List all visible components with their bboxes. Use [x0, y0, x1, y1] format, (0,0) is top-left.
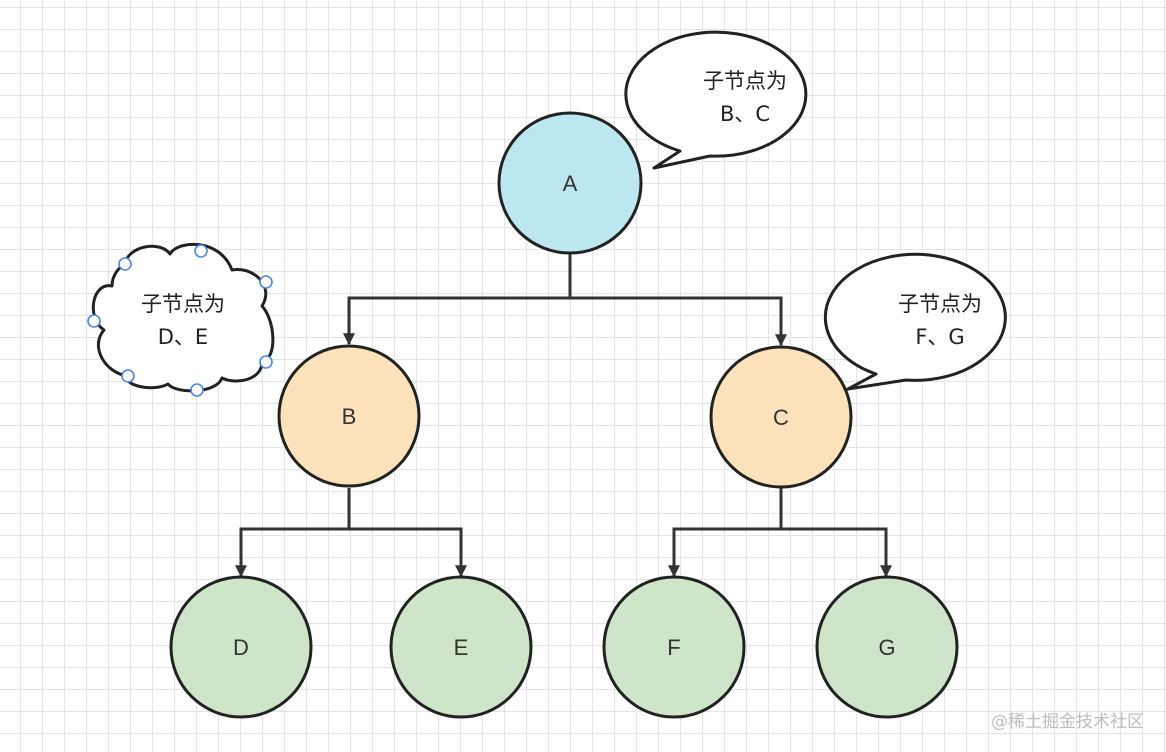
arrow-b-to-e [349, 527, 467, 578]
selection-handle[interactable] [118, 257, 132, 271]
callout-a-line2: B、C [720, 102, 770, 126]
node-c-label: C [773, 405, 789, 430]
callout-b-line1: 子节点为 [141, 292, 225, 316]
node-g-label: G [878, 635, 895, 660]
node-a-circle [497, 111, 643, 255]
node-c[interactable]: C [709, 345, 853, 489]
selection-handle[interactable] [121, 369, 135, 383]
node-e[interactable]: E [389, 575, 533, 719]
connector-b-to-children [235, 488, 467, 578]
node-e-circle [389, 575, 533, 719]
node-b-label: B [342, 404, 357, 429]
node-g[interactable]: G [815, 575, 959, 719]
selection-handle[interactable] [190, 383, 204, 397]
arrow-c-to-g [781, 527, 892, 578]
callout-c-bubble [823, 252, 1007, 391]
node-g-circle [815, 575, 959, 719]
selection-handle[interactable] [259, 275, 273, 289]
callout-a-line1: 子节点为 [703, 69, 787, 93]
node-f[interactable]: F [602, 575, 746, 719]
callout-c-line1: 子节点为 [898, 292, 982, 316]
callout-c[interactable]: 子节点为 F、G [823, 252, 1007, 391]
callout-a[interactable]: 子节点为 B、C [624, 30, 808, 170]
watermark: @稀土掘金技术社区 [991, 712, 1144, 732]
node-d[interactable]: D [169, 575, 313, 719]
node-a-label: A [563, 171, 578, 196]
arrow-b-to-d [235, 488, 351, 578]
selection-handle[interactable] [194, 244, 208, 258]
connector-c-to-children [668, 488, 892, 578]
selection-handle[interactable] [87, 314, 101, 328]
selection-handle[interactable] [259, 355, 273, 369]
arrow-a-to-c [570, 296, 787, 347]
node-f-label: F [667, 635, 680, 660]
node-b[interactable]: B [277, 344, 421, 488]
callout-b-line2: D、E [158, 325, 208, 349]
node-d-circle [169, 575, 313, 719]
connector-a-to-children [343, 254, 787, 347]
selection-handles [87, 244, 273, 397]
node-b-circle [277, 344, 421, 488]
node-c-circle [709, 345, 853, 489]
node-e-label: E [454, 635, 469, 660]
arrow-c-to-f [668, 488, 783, 578]
node-d-label: D [233, 635, 249, 660]
callout-a-bubble [624, 30, 808, 170]
callout-c-line2: F、G [915, 325, 964, 349]
callout-b[interactable]: 子节点为 D、E [87, 242, 275, 397]
arrow-a-to-b [343, 254, 572, 346]
node-f-circle [602, 575, 746, 719]
node-a[interactable]: A [497, 111, 643, 255]
